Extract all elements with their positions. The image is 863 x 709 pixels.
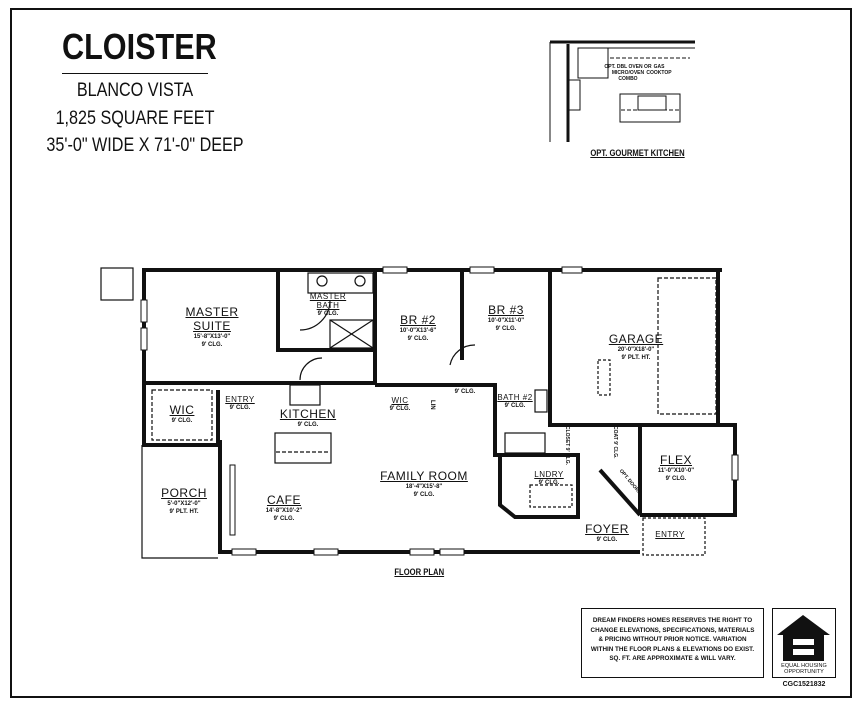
room-name: WIC (391, 396, 409, 405)
room-coat: COAT 9' CLG. (611, 426, 619, 459)
disclaimer-box: DREAM FINDERS HOMES RESERVES THE RIGHT T… (581, 608, 764, 678)
room-bath2: BATH #2 9' CLG. (497, 393, 532, 410)
room-ceiling: 9' CLG. (612, 441, 618, 459)
room-name: BR #2 (400, 313, 436, 327)
room-porch: PORCH 5'-0"X12'-0" 9' PLT. HT. (161, 486, 207, 516)
room-br2: BR #2 10'-0"X13'-6" 9' CLG. (400, 313, 437, 343)
room-dims: 10'-0"X11'-0" (487, 318, 525, 324)
room-dims: 15'-8"X13'-0" (193, 334, 231, 340)
room-dims: 14'-8"X10'-2" (265, 508, 303, 514)
room-dims: 10'-0"X13'-6" (399, 328, 437, 334)
room-name: ENTRY (655, 530, 685, 539)
disclaimer-line: CHANGE ELEVATIONS, SPECIFICATIONS, MATER… (590, 626, 755, 634)
room-name: FLEX (659, 453, 693, 467)
room-name: KITCHEN (279, 407, 337, 421)
room-ceiling: 9' CLG. (229, 405, 251, 411)
opt-kitchen-inset (549, 40, 695, 142)
room-closet: CLOSET 9' CLG. (563, 426, 571, 465)
cooktop-note: GAS COOKTOP (646, 64, 672, 76)
room-ceiling: 9' CLG. (171, 418, 193, 424)
room-family-room: FAMILY ROOM 18'-4"X15'-8" 9' CLG. (380, 469, 468, 499)
room-foyer: FOYER 9' CLG. (585, 522, 629, 544)
room-br3: BR #3 10'-0"X11'-0" 9' CLG. (488, 303, 524, 333)
room-ceiling: 9' CLG. (413, 492, 435, 498)
room-master-suite: MASTER SUITE 15'-8"X13'-0" 9' CLG. (177, 305, 247, 349)
room-ceiling: 9' PLT. HT. (169, 509, 199, 515)
room-name: GARAGE (608, 332, 664, 346)
room-name: LNDRY (534, 470, 564, 479)
house-icon (777, 615, 830, 661)
room-name: WIC (169, 403, 195, 417)
plan-name: CLOISTER (62, 26, 217, 67)
room-ceiling: 9' CLG. (389, 406, 411, 412)
eho-line2: OPPORTUNITY (784, 669, 824, 675)
equal-housing-logo: EQUAL HOUSING OPPORTUNITY (772, 608, 836, 678)
room-name: MASTER SUITE (185, 305, 239, 333)
disclaimer-line: WITHIN THE FLOOR PLANS & ELEVATIONS DO E… (590, 645, 755, 653)
disclaimer-line: DREAM FINDERS HOMES RESERVES THE RIGHT T… (592, 617, 753, 624)
room-name: FOYER (585, 522, 629, 536)
room-ceiling: 9' CLG. (273, 516, 295, 522)
room-name: CAFE (266, 493, 301, 507)
room-ceiling: 9' CLG. (495, 326, 517, 332)
room-kitchen: KITCHEN 9' CLG. (280, 407, 336, 429)
room-flex: FLEX 11'-0"X10'-0" 9' CLG. (658, 453, 694, 483)
plan-dimensions: 35'-0" WIDE X 71'-0" DEEP (46, 135, 244, 156)
room-ceiling: 9' CLG. (201, 342, 223, 348)
community-name: BLANCO VISTA (76, 80, 194, 101)
room-name: BR #3 (488, 303, 524, 317)
room-ceiling: 9' CLG. (407, 336, 429, 342)
room-ceiling: 9' CLG. (317, 311, 339, 317)
room-name: COAT (612, 426, 618, 440)
room-dims: 11'-0"X10'-0" (657, 468, 695, 474)
room-dims: 5'-0"X12'-0" (167, 501, 201, 507)
room-name: FAMILY ROOM (380, 469, 468, 483)
room-ceiling: 9' CLG. (665, 476, 687, 482)
square-feet: 1,825 SQUARE FEET (55, 108, 215, 129)
disclaimer-line: & PRICING WITHOUT PRIOR NOTICE. VARIATIO… (598, 636, 747, 643)
room-garage: GARAGE 20'-0"X18'-0" 9' PLT. HT. (609, 332, 663, 362)
title-divider (62, 73, 208, 74)
page-border (10, 8, 852, 698)
room-name: BATH #2 (497, 393, 533, 402)
room-ceiling: 9' CLG. (297, 422, 319, 428)
room-name: PORCH (161, 486, 207, 500)
room-laundry: LNDRY 9' CLG. (534, 470, 563, 487)
license-number: CGC1521832 (782, 681, 826, 688)
floor-plan-caption: FLOOR PLAN (394, 567, 445, 577)
room-name: CLOSET (564, 426, 570, 447)
room-dims: 18'-4"X15'-8" (405, 484, 443, 490)
room-entry-front: ENTRY (655, 530, 684, 539)
room-master-bath: MASTER BATH 9' CLG. (308, 292, 348, 318)
opt-kitchen-caption: OPT. GOURMET KITCHEN (590, 148, 685, 158)
room-name: MASTER BATH (309, 292, 347, 310)
room-name: ENTRY (225, 395, 255, 404)
room-ceiling: 9' CLG. (504, 403, 526, 409)
oven-note: OPT. DBL OVEN OR MICRO/OVEN COMBO (604, 64, 652, 82)
room-ceiling: 9' CLG. (596, 537, 618, 543)
eho-line1: EQUAL HOUSING (781, 663, 827, 669)
room-wic-br2: WIC 9' CLG. (390, 396, 411, 413)
disclaimer-line: SQ. FT. ARE APPROXIMATE & WILL VARY. (609, 655, 736, 662)
room-cafe: CAFE 14'-8"X10'-2" 9' CLG. (266, 493, 303, 523)
room-wic-master: WIC 9' CLG. (170, 403, 195, 425)
hall-ceiling: 9' CLG. (454, 389, 476, 395)
room-ceiling: 9' CLG. (538, 480, 560, 486)
room-ceiling: 9' PLT. HT. (621, 355, 651, 361)
room-entry-kitchen: ENTRY 9' CLG. (225, 395, 254, 412)
room-ceiling: 9' CLG. (564, 447, 570, 465)
room-linen: LIN (429, 400, 435, 410)
room-dims: 20'-0"X18'-0" (617, 347, 655, 353)
